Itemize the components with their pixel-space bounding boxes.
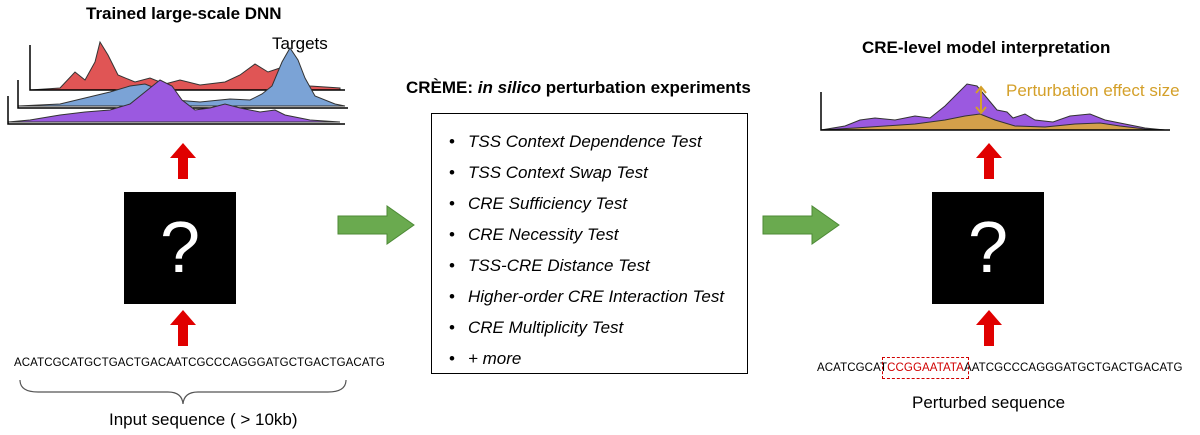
purple-wildtype-track bbox=[820, 83, 1166, 131]
effect-size-arrow bbox=[975, 85, 987, 115]
dnn-title: Trained large-scale DNN bbox=[86, 4, 282, 23]
creme-title-suffix: perturbation experiments bbox=[541, 78, 751, 97]
orange-perturbed-track bbox=[820, 113, 1166, 131]
right-arrow-left bbox=[337, 205, 415, 245]
creme-title: CRÈME: in silico perturbation experiment… bbox=[406, 78, 751, 98]
input-sequence-label: Input sequence ( > 10kb) bbox=[109, 410, 298, 429]
test-item: •CRE Multiplicity Test bbox=[449, 318, 624, 337]
test-list-box: •TSS Context Dependence Test •TSS Contex… bbox=[431, 113, 748, 374]
test-list: •TSS Context Dependence Test •TSS Contex… bbox=[432, 114, 747, 374]
creme-title-italic: in silico bbox=[477, 78, 542, 97]
test-item: •CRE Sufficiency Test bbox=[449, 194, 628, 213]
dnn-black-box: ? bbox=[124, 192, 236, 304]
input-sequence: ACATCGCATGCTGACTGACAATCGCCCAGGGATGCTGACT… bbox=[14, 357, 385, 369]
test-item: •+ more bbox=[449, 349, 522, 368]
test-item: •CRE Necessity Test bbox=[449, 225, 619, 244]
interpretation-tracks bbox=[820, 83, 1170, 131]
up-arrow-top-left bbox=[170, 143, 196, 179]
up-arrow-bottom-right bbox=[976, 310, 1002, 346]
target-tracks bbox=[7, 40, 348, 125]
perturbed-sequence-label: Perturbed sequence bbox=[912, 393, 1066, 412]
seq-suffix: AATCGCCCAGGGATGCTGACTGACATG bbox=[963, 362, 1183, 374]
purple-target-track bbox=[7, 79, 345, 125]
interpretation-title: CRE-level model interpretation bbox=[862, 38, 1111, 57]
test-item: •TSS-CRE Distance Test bbox=[449, 256, 650, 275]
test-item: •TSS Context Dependence Test bbox=[449, 132, 702, 151]
creme-title-prefix: CRÈME: bbox=[406, 78, 478, 97]
right-arrow-right bbox=[762, 205, 840, 245]
perturbed-sequence: ACATCGCATCCGGAATATAAATCGCCCAGGGATGCTGACT… bbox=[817, 357, 1183, 379]
up-arrow-top-right bbox=[976, 143, 1002, 179]
up-arrow-bottom-left bbox=[170, 310, 196, 346]
seq-perturbed-region: CCGGAATATA bbox=[882, 357, 969, 379]
interpretation-black-box: ? bbox=[932, 192, 1044, 304]
targets-label: Targets bbox=[272, 34, 328, 53]
input-brace bbox=[19, 379, 347, 405]
effect-size-label: Perturbation effect size bbox=[1006, 81, 1180, 100]
test-item: •Higher-order CRE Interaction Test bbox=[449, 287, 725, 306]
blue-target-track bbox=[17, 47, 348, 109]
seq-prefix: ACATCGCAT bbox=[817, 362, 888, 374]
test-item: •TSS Context Swap Test bbox=[449, 163, 648, 182]
